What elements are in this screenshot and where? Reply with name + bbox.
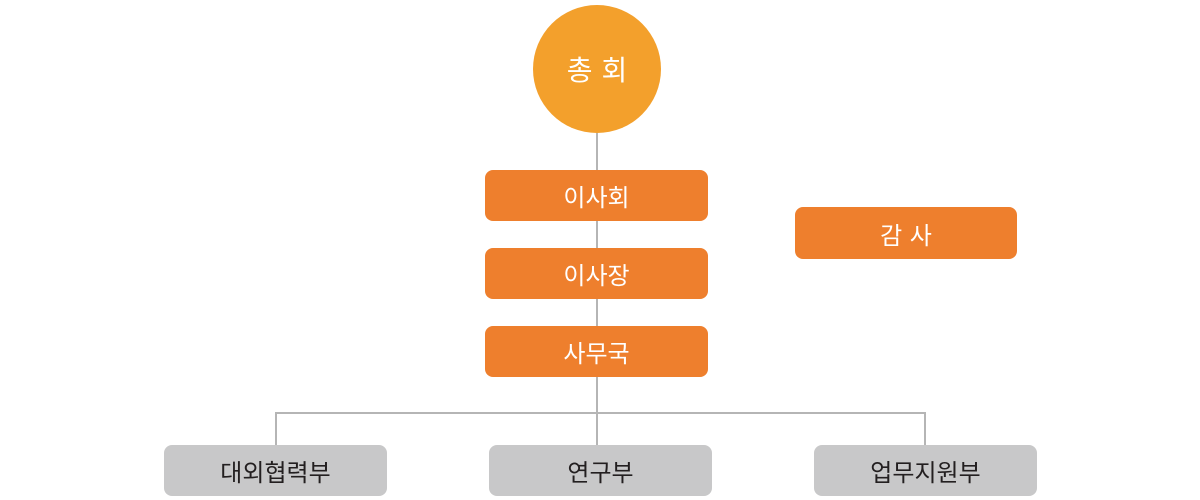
auditor-node: 감 사 (795, 207, 1017, 259)
branch-right-drop (924, 412, 926, 445)
department-business-support: 업무지원부 (814, 445, 1037, 496)
secretariat-node: 사무국 (485, 326, 708, 377)
chairman-node: 이사장 (485, 248, 708, 299)
general-assembly-node: 총 회 (533, 5, 661, 133)
department-external-cooperation: 대외협력부 (164, 445, 387, 496)
branch-left-drop (275, 412, 277, 445)
department-research: 연구부 (489, 445, 712, 496)
department-branch-line (275, 412, 925, 414)
board-of-directors-node: 이사회 (485, 170, 708, 221)
